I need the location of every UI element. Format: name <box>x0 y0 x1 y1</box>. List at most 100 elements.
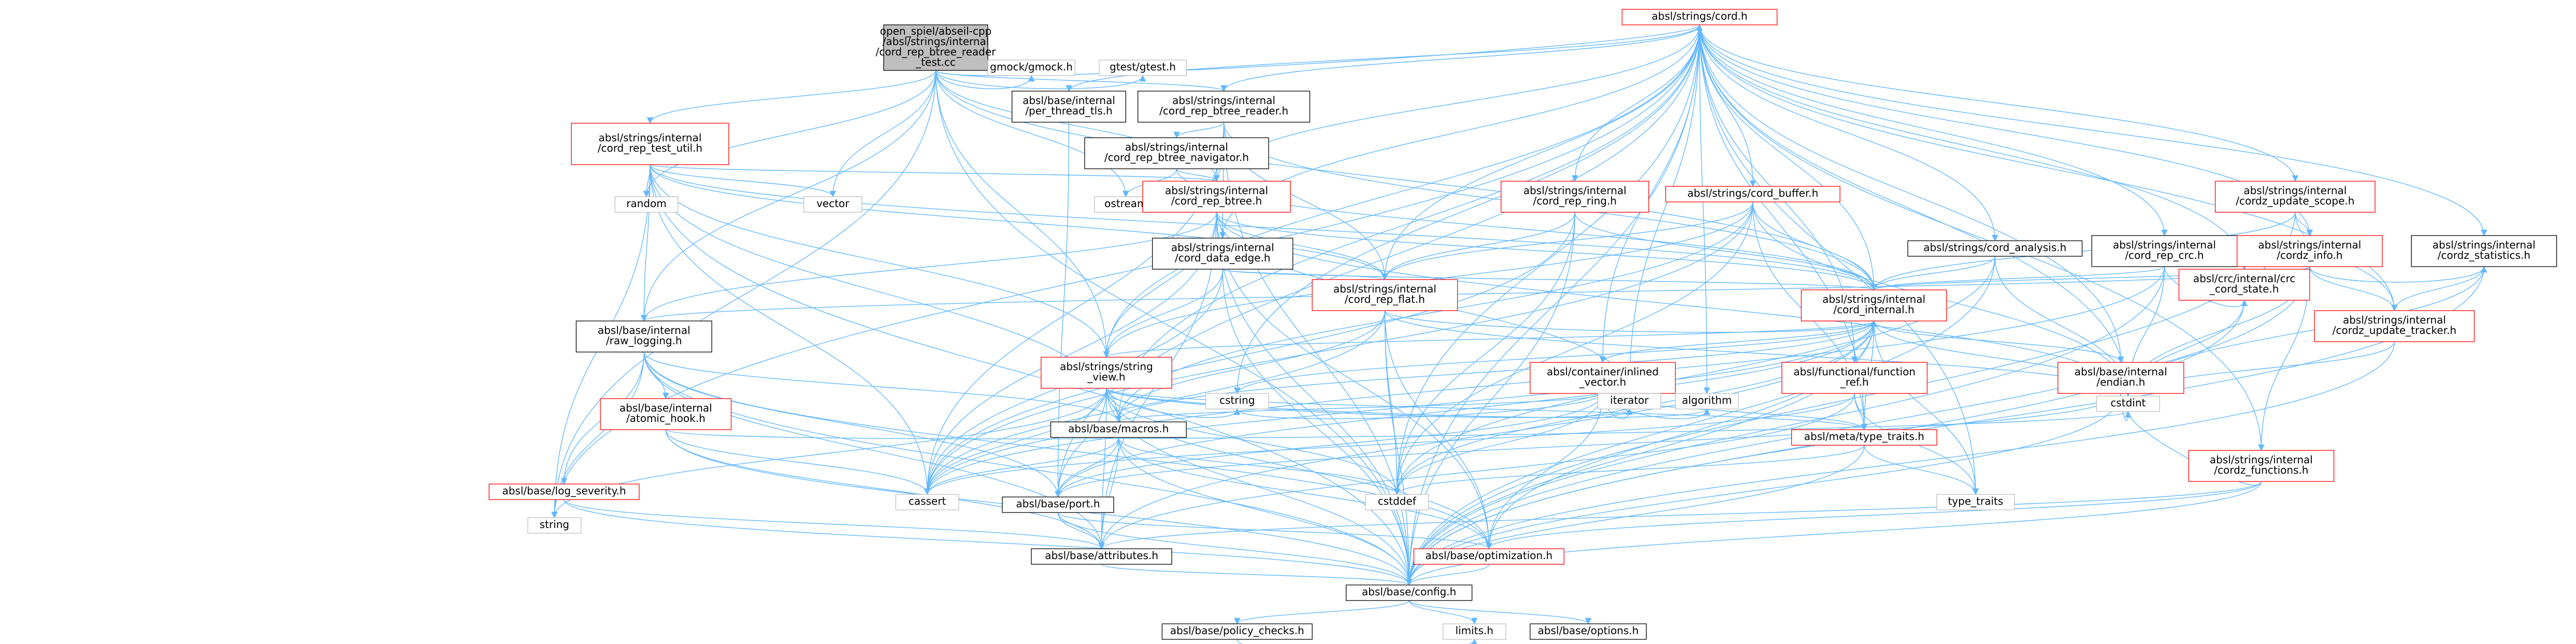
edge-cord-to-update_tracker <box>1699 24 2398 312</box>
node-atomic-hook[interactable]: absl/base/internal/atomic_hook.h <box>600 398 732 430</box>
edge-port-to-attributes <box>1057 512 1105 550</box>
node-rep-flat[interactable]: absl/strings/internal/cord_rep_flat.h <box>1312 279 1458 311</box>
node-label-line: random <box>626 197 667 210</box>
node-box <box>1161 623 1313 640</box>
node-raw-logging[interactable]: absl/base/internal/raw_logging.h <box>575 320 712 353</box>
node-per-thread-tls[interactable]: absl/base/internal/per_thread_tls.h <box>1012 91 1127 123</box>
node-data-edge[interactable]: absl/strings/internal/cord_data_edge.h <box>1152 238 1293 270</box>
node-label-line: absl/functional/function <box>1793 365 1916 378</box>
node-label-line: absl/strings/internal <box>2258 239 2361 251</box>
edge-test_util-to-rep_flat <box>650 164 1388 281</box>
node-box <box>803 196 862 213</box>
edge-log_severity-to-config <box>564 499 1413 586</box>
edge-cord-to-type_traits_std <box>1699 24 1979 495</box>
node-crc-cord-state[interactable]: absl/crc/internal/crc_cord_state.h <box>2178 269 2310 301</box>
edge-cord_buffer-to-cord_internal <box>1752 201 1877 291</box>
node-label-line: absl/strings/internal <box>2210 453 2313 466</box>
edge-rep_ring-to-cstddef <box>1393 212 1576 495</box>
node-options[interactable]: absl/base/options.h <box>1530 623 1647 640</box>
node-update-tracker[interactable]: absl/strings/internal/cordz_update_track… <box>2314 310 2475 342</box>
edge-type_traits-to-type_traits_std <box>1864 445 1979 495</box>
node-box <box>1530 623 1647 640</box>
node-log-severity[interactable]: absl/base/log_severity.h <box>488 484 640 500</box>
node-label-line: absl/strings/internal <box>2433 239 2536 251</box>
node-box <box>1598 393 1661 409</box>
node-label-line: absl/base/attributes.h <box>1045 549 1158 562</box>
edge-cordz_functions-to-optimization <box>1486 481 2262 550</box>
node-label-line: /cord_rep_btree.h <box>1171 195 1262 207</box>
node-update-scope[interactable]: absl/strings/internal/cordz_update_scope… <box>2214 181 2376 213</box>
node-box <box>1031 548 1172 565</box>
node-attributes[interactable]: absl/base/attributes.h <box>1031 548 1172 565</box>
edge-policy_checks-to-limits <box>1236 638 1478 644</box>
node-label-line: absl/base/internal <box>2075 365 2167 378</box>
edge-endian-to-config <box>1405 393 2122 586</box>
node-label-line: type_traits <box>1948 495 2003 507</box>
edge-function_ref-to-attributes <box>1098 393 1855 550</box>
node-box <box>1312 279 1458 311</box>
node-cordz-statistics[interactable]: absl/strings/internal/cordz_statistics.h <box>2411 235 2557 267</box>
node-label-line: absl/strings/internal <box>1165 184 1268 197</box>
node-macros[interactable]: absl/base/macros.h <box>1050 421 1187 438</box>
node-cord-analysis[interactable]: absl/strings/cord_analysis.h <box>1907 240 2083 257</box>
node-policy-checks[interactable]: absl/base/policy_checks.h <box>1161 623 1313 640</box>
edge-cord_buffer-to-rep_flat <box>1381 201 1753 281</box>
node-cstdint: cstdint <box>2096 396 2160 412</box>
node-endian[interactable]: absl/base/internal/endian.h <box>2057 362 2184 394</box>
node-type-traits[interactable]: absl/meta/type_traits.h <box>1791 429 1937 446</box>
edge-rep_btree-to-raw_logging <box>641 212 1217 322</box>
node-cstddef: cstddef <box>1365 494 1429 510</box>
node-cord[interactable]: absl/strings/cord.h <box>1621 9 1778 25</box>
node-root[interactable]: open_spiel/abseil-cpp/absl/strings/inter… <box>876 24 997 71</box>
edge-port-to-optimization <box>1057 512 1492 550</box>
node-label-line: /cordz_functions.h <box>2214 464 2308 476</box>
node-box <box>2237 235 2383 267</box>
edge-root-to-gmock <box>935 70 1035 90</box>
edge-cordz_info-to-cordz_statistics <box>2309 266 2487 283</box>
node-box <box>2411 235 2557 267</box>
node-box <box>2096 396 2160 412</box>
node-string-view[interactable]: absl/strings/string_view.h <box>1041 357 1172 389</box>
edge-cordz_statistics-to-update_tracker <box>2391 266 2485 312</box>
edge-cordz_functions-to-attributes <box>1098 481 2262 550</box>
edge-atomic_hook-to-attributes <box>665 429 1105 550</box>
node-port[interactable]: absl/base/port.h <box>1002 496 1114 513</box>
node-btree-reader[interactable]: absl/strings/internal/cord_rep_btree_rea… <box>1138 91 1311 123</box>
edge-cord_internal-to-type_traits_std <box>1873 320 1979 495</box>
edge-test_util-to-cord_internal <box>650 164 1877 291</box>
edge-string_view-to-cstddef <box>1106 388 1401 495</box>
node-rep-crc[interactable]: absl/strings/internal/cord_rep_crc.h <box>2091 235 2238 267</box>
node-box <box>987 60 1075 76</box>
edge-rep_flat-to-cassert <box>924 310 1386 495</box>
edge-update_tracker-to-config <box>1405 341 2395 586</box>
node-box <box>2178 269 2310 301</box>
edge-cord_internal-to-macros <box>1115 320 1875 423</box>
node-label-line: absl/base/port.h <box>1016 497 1100 510</box>
node-type-traits-std: type_traits <box>1936 494 2015 510</box>
node-optimization[interactable]: absl/base/optimization.h <box>1413 548 1564 565</box>
node-box <box>2091 235 2238 267</box>
node-function-ref[interactable]: absl/functional/function_ref.h <box>1781 362 1928 394</box>
node-cordz-functions[interactable]: absl/strings/internal/cordz_functions.h <box>2188 450 2335 482</box>
node-label-line: absl/base/optimization.h <box>1426 549 1553 562</box>
node-label-line: absl/strings/internal <box>1822 293 1925 305</box>
node-label-line: /cord_rep_ring.h <box>1533 195 1617 207</box>
node-inlined-vector[interactable]: absl/container/inlined_vector.h <box>1530 362 1676 394</box>
edge-raw_logging-to-config <box>643 352 1413 586</box>
edge-cord_internal-to-cstring <box>1234 320 1875 394</box>
edge-cordz_info-to-update_tracker <box>2309 266 2398 312</box>
node-cordz-info[interactable]: absl/strings/internal/cordz_info.h <box>2237 235 2383 267</box>
edge-cord-to-cstring <box>1234 24 1700 394</box>
node-rep-btree[interactable]: absl/strings/internal/cord_rep_btree.h <box>1142 181 1291 213</box>
node-label-line: absl/strings/internal <box>1125 141 1228 153</box>
edge-string_view-to-cassert <box>924 388 1107 495</box>
edge-test_util-to-cassert <box>650 164 931 495</box>
node-config[interactable]: absl/base/config.h <box>1346 584 1473 601</box>
node-label-line: /cordz_info.h <box>2277 249 2342 261</box>
node-test-util[interactable]: absl/strings/internal/cord_rep_test_util… <box>571 123 729 165</box>
node-cord-internal[interactable]: absl/strings/internal/cord_internal.h <box>1801 289 1947 321</box>
node-rep-ring[interactable]: absl/strings/internal/cord_rep_ring.h <box>1501 181 1649 213</box>
node-cord-buffer[interactable]: absl/strings/cord_buffer.h <box>1665 186 1840 202</box>
node-btree-navigator[interactable]: absl/strings/internal/cord_rep_btree_nav… <box>1084 137 1269 169</box>
